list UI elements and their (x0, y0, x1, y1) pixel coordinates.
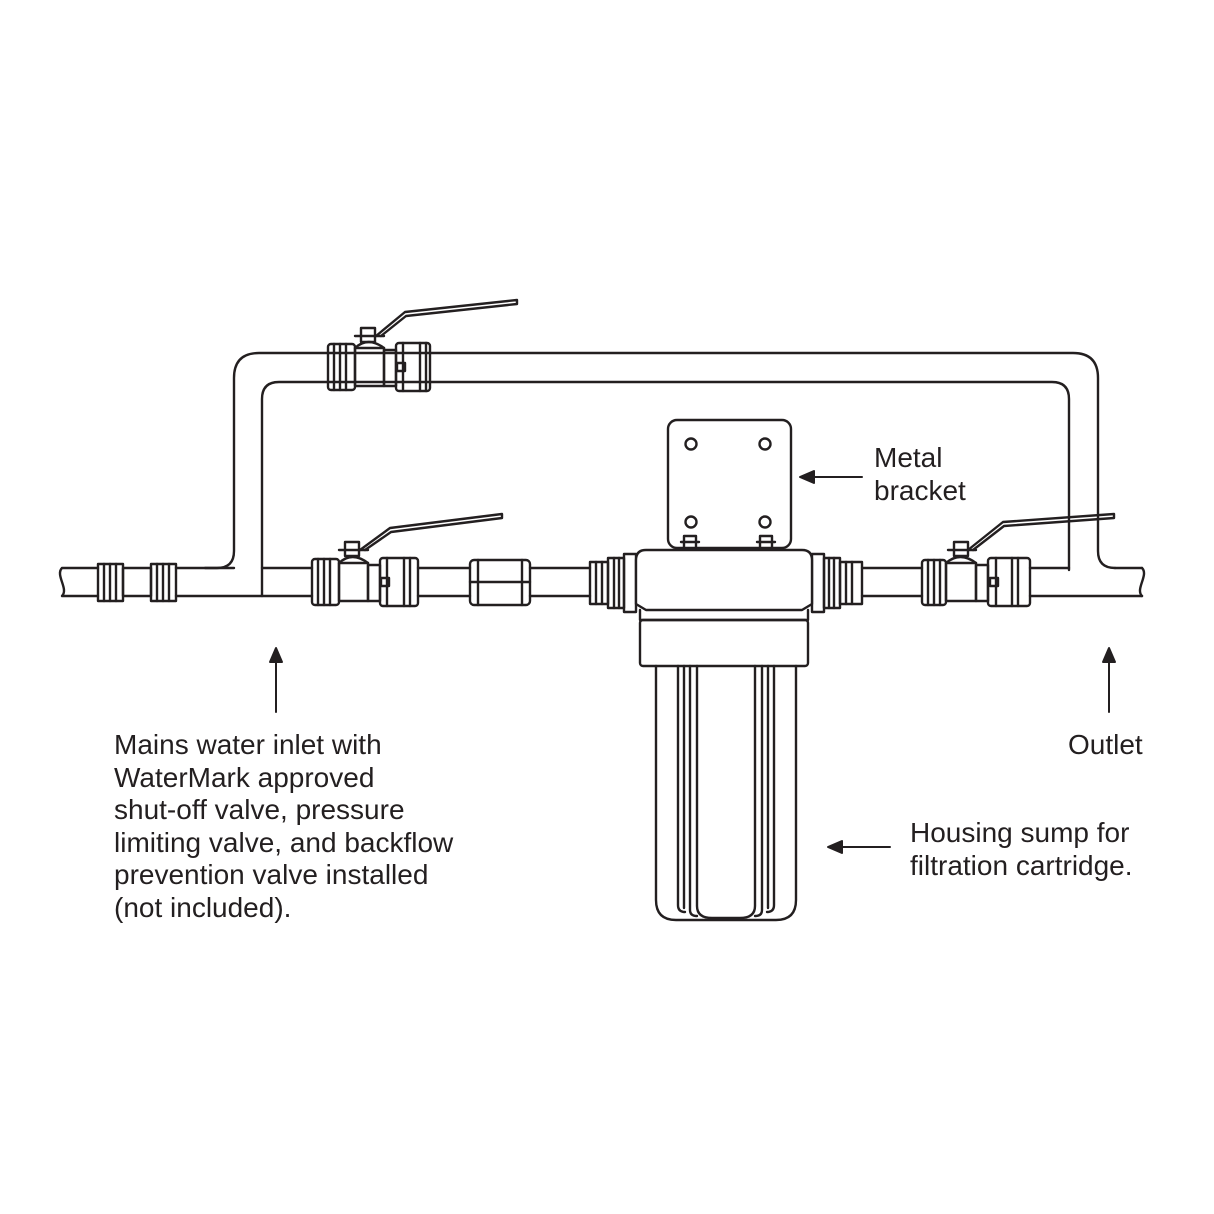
metal-bracket (666, 418, 793, 552)
housing-sump-label: Housing sump for filtration cartridge. (910, 817, 1133, 882)
label-line: shut-off valve, pressure (114, 794, 405, 825)
metal-bracket-label: Metal bracket (874, 442, 966, 507)
mains-inlet-label: Mains water inlet with WaterMark approve… (114, 729, 453, 924)
label-line: Outlet (1068, 729, 1143, 760)
inlet-union (96, 562, 178, 603)
filter-housing-head (634, 548, 814, 668)
label-line: (not included). (114, 891, 292, 923)
housing-outlet-connector (810, 552, 864, 614)
main-pipe (174, 566, 1146, 598)
housing-inlet-connector (588, 552, 638, 614)
outlet-arrow (1102, 647, 1116, 713)
inlet-pipe-end (58, 566, 100, 598)
outlet-label: Outlet (1068, 729, 1143, 762)
housing-arrow (827, 840, 891, 854)
bypass-pipe-outer (203, 351, 1117, 570)
bypass-pipe-inner (260, 380, 1071, 598)
inlet-arrow (269, 647, 283, 713)
bracket-arrow (799, 470, 863, 484)
bypass-ball-valve (326, 298, 519, 393)
label-line: Housing sump for (910, 817, 1130, 848)
label-line: bracket (874, 474, 966, 506)
label-line: Metal (874, 442, 943, 473)
outlet-ball-valve (920, 512, 1116, 608)
label-line: Mains water inlet with (114, 729, 382, 760)
label-line: limiting valve, and backflow (114, 826, 454, 858)
label-line: WaterMark approved (114, 761, 375, 793)
inlet-ball-valve (310, 512, 504, 608)
label-line: prevention valve installed (114, 859, 429, 890)
housing-sump (654, 664, 798, 922)
inline-check-valve (468, 558, 532, 607)
label-line: filtration cartridge. (910, 849, 1133, 881)
